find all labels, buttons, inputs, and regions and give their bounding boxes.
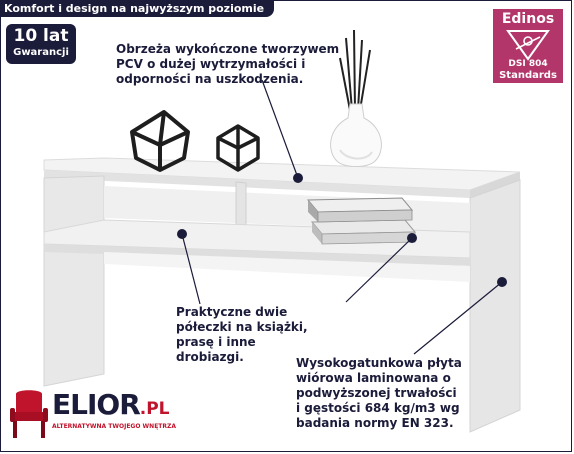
slogan-banner: Komfort i design na najwyższym poziomie: [0, 0, 275, 17]
brand-logo: ELIOR.PL ALTERNATYWNA TWOJEGO WNĘTRZA: [10, 388, 176, 444]
geometric-figure-icon: [216, 124, 260, 172]
certificate-brand: Edinos: [501, 11, 555, 27]
table-right-panel: [469, 179, 521, 433]
certificate-standard: Standards: [499, 70, 557, 81]
callout-dot-shelf-right: [407, 233, 417, 243]
caption-edges: Obrzeża wykończone tworzywem PCV o dużej…: [116, 42, 340, 86]
vase-icon: [330, 29, 382, 167]
table-left-panel: [43, 175, 105, 387]
warranty-years: 10 lat: [13, 26, 69, 46]
caption-shelves: Praktyczne dwie półeczki na książki, pra…: [176, 305, 308, 364]
certificate-dsi: DSI 804: [508, 59, 548, 69]
callout-dot-shelves: [177, 229, 187, 239]
caption-board: Wysokogatunkowa płyta wiórowa laminowana…: [296, 356, 462, 430]
chair-icon: [10, 390, 48, 438]
logo-name: ELIOR.PL: [52, 388, 170, 421]
warranty-badge: 10 lat Gwarancji: [6, 24, 76, 64]
callout-dot-board: [497, 277, 507, 287]
warranty-label: Gwarancji: [13, 47, 69, 58]
books-icon: [306, 197, 417, 245]
certificate-icon: [506, 30, 550, 61]
certificate-badge: Edinos DSI 804 Standards: [493, 9, 563, 83]
geometric-figure-icon: [130, 110, 190, 172]
callout-dot-edges: [293, 173, 303, 183]
logo-tagline: ALTERNATYWNA TWOJEGO WNĘTRZA: [52, 423, 176, 430]
